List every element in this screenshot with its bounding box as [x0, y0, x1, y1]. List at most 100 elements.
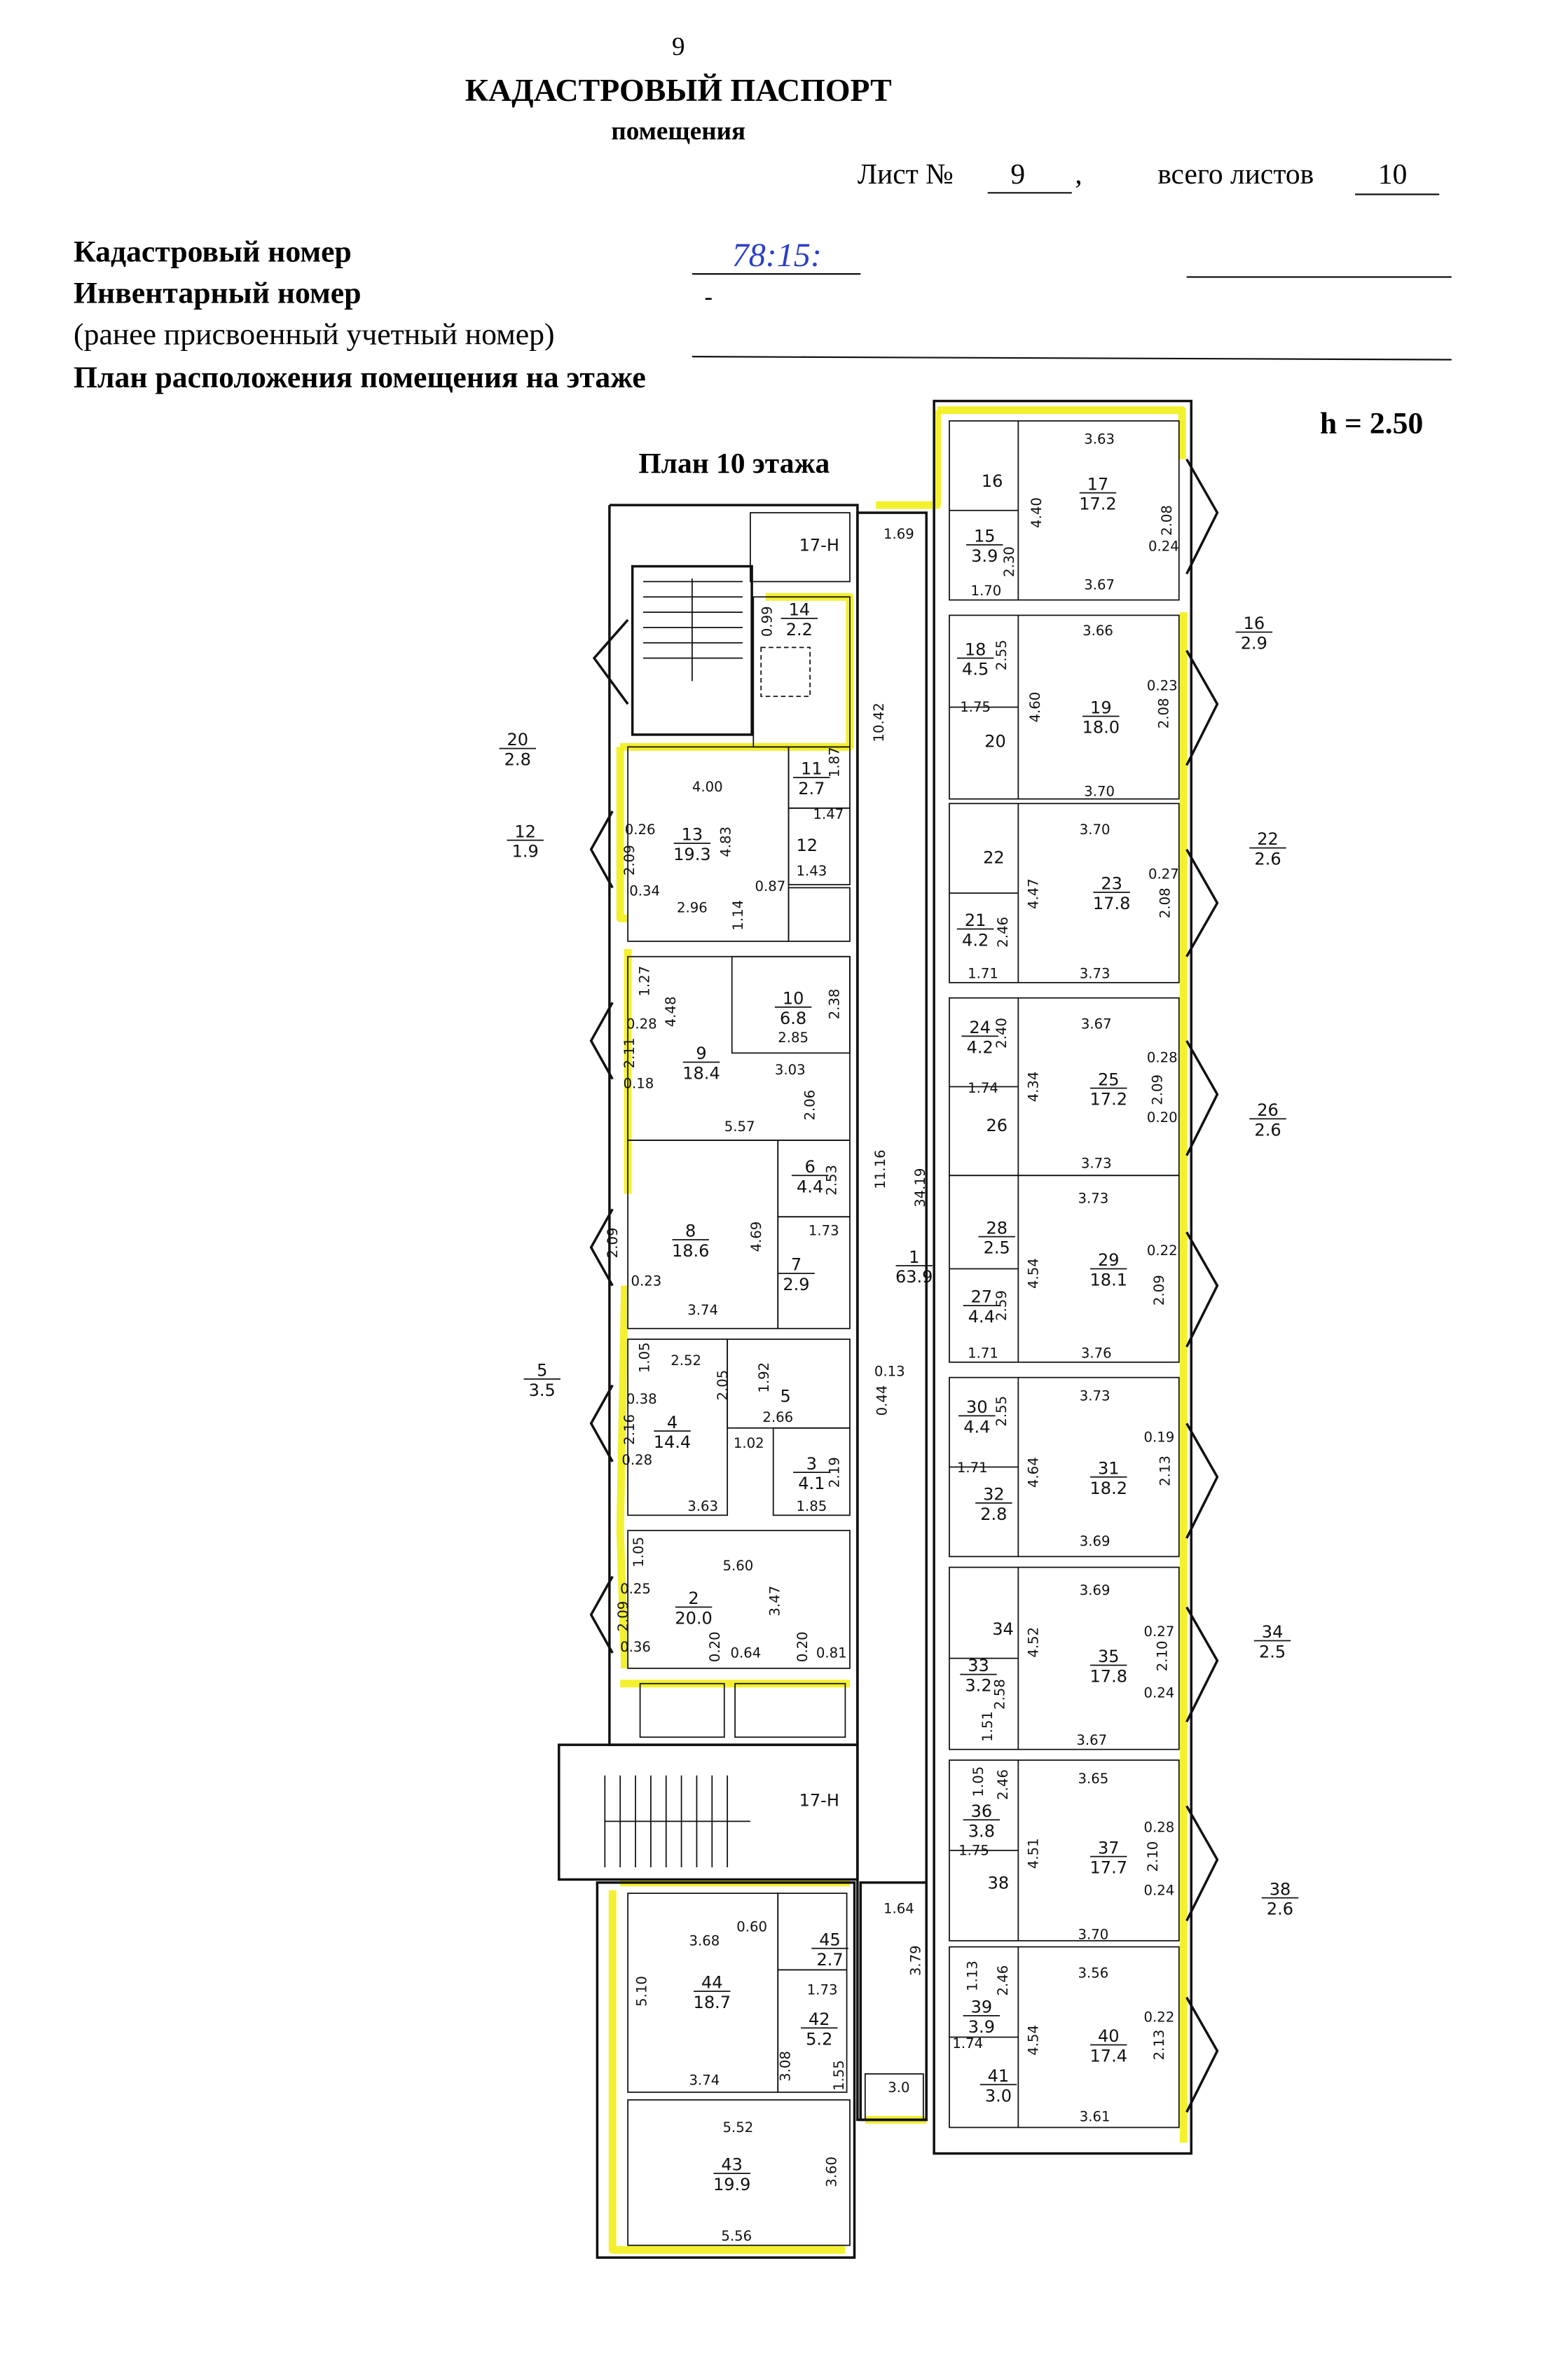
dimension-label: 3.73: [1078, 1191, 1109, 1207]
dimension-label: 4.60: [1027, 692, 1043, 723]
dimension-label: 2.09: [1150, 1074, 1166, 1105]
room-area: 18.0: [1082, 718, 1120, 738]
room-number: 41: [988, 2066, 1010, 2086]
dimension-label: 0.26: [625, 822, 656, 838]
room-label: 413.0: [979, 2066, 1017, 2105]
room-area: 2.8: [504, 750, 531, 770]
dimension-label: 2.46: [995, 1965, 1011, 1996]
room-label: 262.6: [1249, 1100, 1286, 1140]
total-sheets-label: всего листов: [1157, 158, 1314, 190]
dimension-label: 4.54: [1026, 2025, 1042, 2056]
room-number: 6: [805, 1157, 816, 1177]
room-label: 20: [984, 731, 1006, 751]
room-area: 2.9: [783, 1275, 809, 1294]
dimension-label: 2.09: [621, 845, 638, 876]
cadastral-number-label: Кадастровый номер: [74, 235, 352, 269]
room-area: 4.1: [798, 1474, 825, 1493]
dimension-label: 5.60: [723, 1558, 754, 1574]
dimension-label: 0.44: [874, 1385, 890, 1416]
room-area: 5.2: [806, 2029, 832, 2049]
room-label: 162.9: [1235, 614, 1273, 653]
dimension-label: 0.24: [1143, 1684, 1174, 1701]
room-number: 2: [688, 1589, 699, 1608]
room-number: 8: [685, 1222, 696, 1241]
room-number: 23: [1101, 874, 1122, 894]
room-label: 72.9: [778, 1255, 815, 1294]
dimension-label: 0.28: [621, 1452, 652, 1468]
room-number: 20: [984, 731, 1006, 751]
dimension-label: 2.16: [621, 1414, 638, 1445]
room-number: 19: [1090, 698, 1112, 717]
room-label: 382.6: [1261, 1879, 1299, 1919]
sheet-label: Лист №: [858, 158, 954, 190]
room-label: 163.9: [895, 1247, 933, 1287]
room-area: 2.6: [1254, 850, 1281, 869]
dimension-label: 2.09: [615, 1601, 631, 1632]
room-area: 19.3: [673, 845, 710, 864]
dimension-label: 4.48: [663, 997, 679, 1028]
dimension-label: 1.55: [831, 2060, 847, 2091]
room-label: 17-Н: [799, 1791, 839, 1811]
room-label: 26: [986, 1116, 1007, 1135]
room-number: 13: [682, 825, 703, 845]
dimension-label: 2.11: [621, 1038, 638, 1069]
room-area: 3.8: [968, 1821, 995, 1841]
room-number: 12: [796, 836, 818, 855]
dimension-label: 3.73: [1081, 1155, 1112, 1171]
dimension-label: 0.20: [795, 1631, 811, 1662]
dimension-label: 1.05: [637, 1342, 653, 1373]
room-label: 202.8: [499, 730, 536, 770]
dimension-label: 0.24: [1143, 1882, 1174, 1898]
dimension-label: 4.52: [1026, 1627, 1042, 1658]
dimension-label: 2.06: [802, 1090, 818, 1121]
room-number: 4: [667, 1413, 678, 1432]
room-number: 30: [966, 1397, 988, 1417]
cadastral-number-value: 78:15:: [732, 237, 822, 274]
room-area: 6.8: [780, 1009, 806, 1028]
room-area: 4.2: [962, 930, 989, 950]
dimension-label: 0.36: [620, 1639, 651, 1655]
room-area: 63.9: [895, 1267, 933, 1287]
sheet-number: 9: [1010, 158, 1025, 190]
dimension-label: 3.03: [775, 1062, 806, 1078]
lower-stair-block: [558, 1743, 859, 1881]
dimension-label: 3.67: [1076, 1732, 1107, 1748]
room-number: 14: [789, 600, 811, 619]
sheet-separator: ,: [1075, 158, 1082, 190]
room-area: 3.0: [985, 2086, 1012, 2105]
room-label: 22: [983, 847, 1005, 867]
ceiling-height: h = 2.50: [1320, 406, 1424, 440]
dimension-label: 5.52: [723, 2119, 754, 2136]
room-label: 220.0: [675, 1589, 712, 1628]
room-label: 106.8: [774, 988, 812, 1028]
room-area: 18.6: [672, 1241, 709, 1261]
room-label: 918.4: [682, 1044, 720, 1083]
dimension-label: 1.71: [968, 965, 998, 981]
room-area: 2.9: [1241, 634, 1267, 653]
dimension-label: 2.58: [992, 1679, 1008, 1710]
room-label: 414.4: [654, 1413, 691, 1452]
dimension-label: 0.13: [874, 1364, 905, 1380]
dimension-label: 2.19: [827, 1457, 843, 1488]
room-number: 21: [965, 911, 986, 930]
dimension-label: 1.71: [968, 1345, 998, 1361]
dimension-label: 1.71: [957, 1460, 988, 1476]
dimension-label: 1.74: [968, 1080, 998, 1096]
floor-plan: [558, 399, 1219, 2259]
dimension-label: 0.87: [755, 878, 785, 894]
room-label: 64.4: [791, 1157, 829, 1196]
dimension-label: 4.51: [1026, 1838, 1042, 1869]
room-area: 1.9: [512, 842, 539, 862]
dimension-label: 3.69: [1080, 1533, 1110, 1549]
room-number: 3: [806, 1454, 817, 1474]
room-area: 2.6: [1267, 1900, 1293, 1919]
room-label: 142.2: [780, 600, 818, 639]
